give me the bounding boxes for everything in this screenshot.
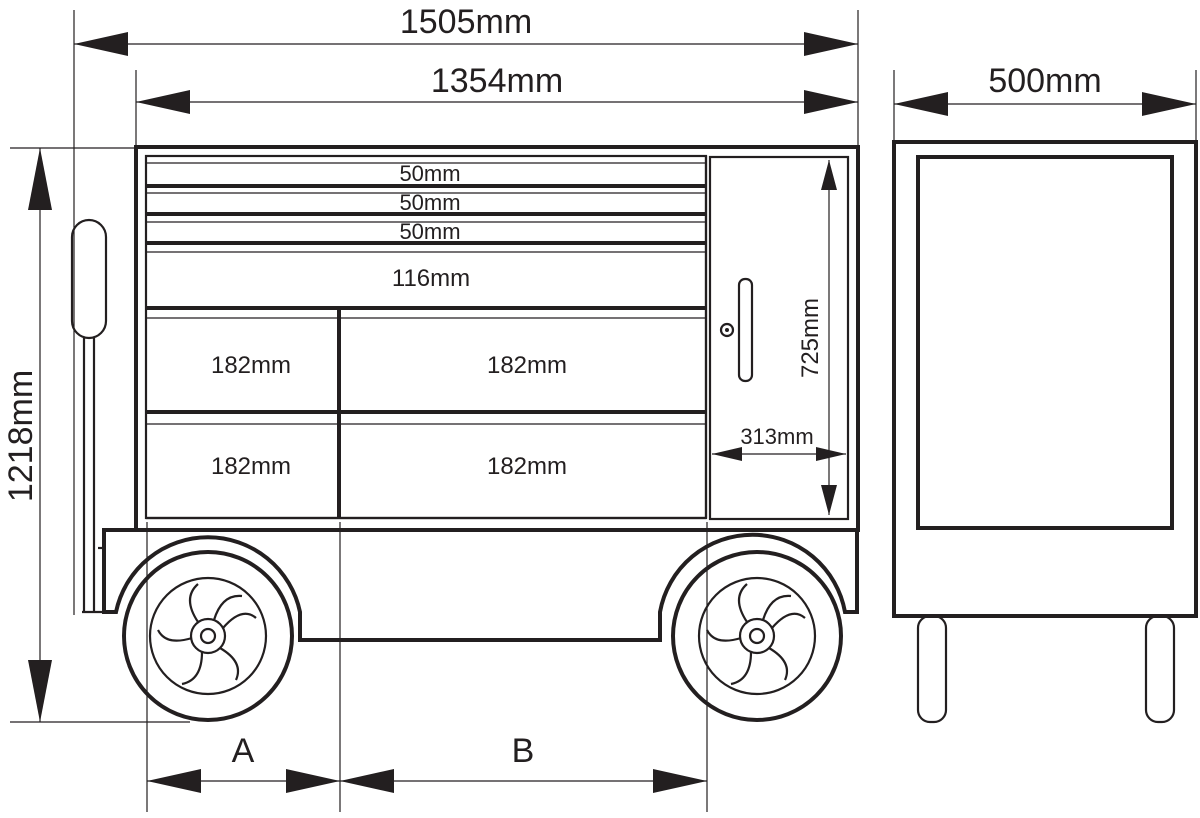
cabinet-door: 725mm 313mm (712, 160, 846, 515)
side-leg-left (916, 614, 948, 724)
drawer-1-label: 50mm (399, 161, 460, 186)
side-view (892, 140, 1198, 724)
cabinet-height-label: 725mm (797, 298, 824, 378)
drawer-6-left-label: 182mm (211, 453, 291, 480)
overall-length-label: 1505mm (400, 3, 532, 41)
span-b-label: B (512, 732, 535, 770)
height-label: 1218mm (2, 370, 40, 502)
chassis (98, 528, 859, 642)
dimension-span-a: A (147, 732, 340, 793)
dimension-depth: 500mm (894, 62, 1196, 116)
drawer-5-right-label: 182mm (487, 352, 567, 379)
push-handle (70, 218, 108, 614)
drawer-3-label: 50mm (399, 219, 460, 244)
drawer-stack: 50mm 50mm 50mm 116mm 182mm 182mm 182mm 1… (146, 161, 706, 520)
cabinet-width-label: 313mm (740, 424, 813, 449)
depth-label: 500mm (988, 62, 1101, 100)
drawer-4-label: 116mm (392, 265, 470, 292)
dimension-body-length: 1354mm (136, 62, 858, 114)
dimension-height: 1218mm (2, 148, 52, 722)
wheel-right (671, 550, 843, 722)
drawer-6-right-label: 182mm (487, 453, 567, 480)
wheel-left (122, 550, 294, 722)
span-a-label: A (232, 732, 255, 770)
side-leg-right (1144, 614, 1176, 724)
lock-icon (719, 322, 735, 338)
body-length-label: 1354mm (431, 62, 563, 100)
drawer-5-left-label: 182mm (211, 352, 291, 379)
dimension-span-b: B (340, 732, 707, 793)
drawer-2-label: 50mm (399, 190, 460, 215)
dimension-overall-length: 1505mm (74, 3, 858, 56)
door-handle-icon (737, 277, 754, 383)
